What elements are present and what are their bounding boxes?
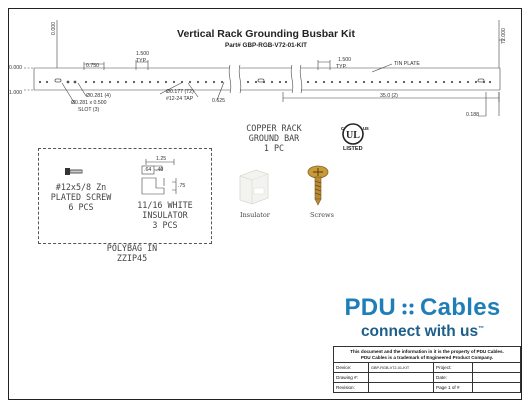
insulator-dim-height: .75 [178,183,186,189]
polybag-line2: ZZIP45 [116,253,148,264]
pdu-cables-logo: PDU Cables connect with us™ [325,294,520,341]
date-label: Date: [433,372,473,384]
insulator-callout: 11/16 WHITE INSULATOR 3 PCS [126,200,204,230]
ul-listed-label: LISTED [343,146,363,152]
label-slot-size: Ø0.281 x 0.500 [71,100,107,106]
kit-contents-box [38,148,212,244]
screw-drawing [65,168,83,175]
label-tin-plate: TIN PLATE [394,61,420,67]
dim-typ-b: TYP. [336,64,347,70]
label-slot-count: SLOT (3) [78,107,100,113]
screws-photo-label: Screws [310,211,334,219]
svg-text:us: us [363,126,369,132]
label-hole-0177: Ø0.177 (72) [166,89,194,95]
svg-text:c: c [341,126,344,132]
insulator-dim-width: 1.25 [156,156,167,162]
insulator-dim-b: .40 [156,167,164,173]
screw-line2: PLATED SCREW [50,192,112,203]
label-tap: #12-24 TAP [166,96,194,102]
device-value: GBP-RGB-V72-01-KIT [368,362,434,374]
insulator-dim-a: .64 [144,167,152,173]
page-extra [472,382,521,393]
insulator-photo-label: Insulator [240,211,270,219]
drawing-title: Vertical Rack Grounding Busbar Kit [177,28,355,40]
insulator-line3: 3 PCS [152,220,178,231]
dim-35: 35.0 (2) [380,93,398,99]
dim-0750: 0.750 [86,63,99,69]
page-number: Page 1 of # [433,382,473,393]
dim-1500-a: 1.500 [136,51,149,57]
dim-0000-left: 0.000 [9,65,22,71]
dim-typ-a: TYP. [136,58,147,64]
brand-name-part2: Cables [420,294,501,321]
revision-value [368,382,434,393]
drawing-number-label: Drawing #: [333,372,369,384]
dim-1000: 1.000 [9,90,22,96]
insulator-drawing [141,159,177,195]
polybag-line1: POLYBAG IN [106,243,158,253]
brand-dots-icon [402,303,414,315]
brand-name-part1: PDU [344,294,397,321]
insulator-line2: INSULATOR [142,210,188,221]
screws-photo [307,165,329,206]
copper-bar-line3: 1 PC [263,143,285,154]
device-label: Device: [333,362,369,374]
date-value [472,372,521,384]
revision-label: Revision: [333,382,369,393]
dim-0000-vertical: 0.000 [51,22,57,35]
copper-bar-line1: COPPER RACK [246,123,302,133]
screw-line1: #12x5/8 Zn [55,182,107,192]
ul-listed-logo: UL c us [341,123,369,145]
title-block: This document and the information in it … [333,345,521,393]
drawing-number-value [368,372,434,384]
insulator-line1: 11/16 WHITE [137,200,193,210]
part-number: Part# GBP-RGB-V72-01-KIT [225,42,307,49]
dim-72000: 72.000 [501,28,507,44]
copper-bar-line2: GROUND BAR [248,133,300,144]
polybag-callout: POLYBAG IN ZZIP45 [92,243,172,263]
brand-tagline: connect with us™ [360,323,485,340]
insulator-photo [239,169,269,205]
dim-0188: 0.188 [466,112,479,118]
label-hole-0281: Ø0.281 (4) [86,93,111,99]
title-block-notice: This document and the information in it … [333,345,521,364]
project-value [472,362,521,374]
copper-bar-callout: COPPER RACK GROUND BAR 1 PC [236,123,312,153]
svg-text:UL: UL [346,130,360,141]
brand-name: PDU Cables [325,294,520,322]
screw-line3: 6 PCS [68,202,94,213]
dim-0625: 0.625 [212,98,225,104]
project-label: Project: [433,362,473,374]
screw-callout: #12x5/8 Zn PLATED SCREW 6 PCS [44,182,118,212]
drawing-sheet [8,8,522,400]
dim-1500-b: 1.500 [338,57,351,63]
